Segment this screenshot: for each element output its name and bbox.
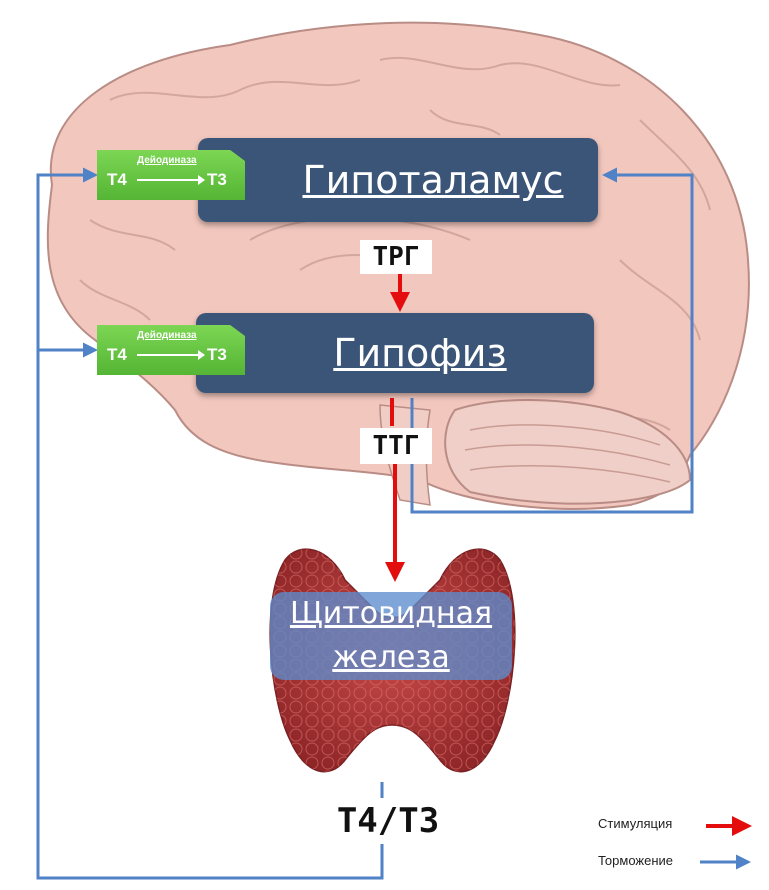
deiodinase-from: Т4 bbox=[107, 170, 127, 189]
deiodinase-arrow-icon bbox=[137, 350, 205, 360]
pituitary-box: Гипофиз bbox=[196, 313, 594, 393]
pituitary-label: Гипофиз bbox=[333, 331, 507, 375]
trg-label: ТРГ bbox=[360, 240, 432, 274]
inhibition-loop-pituitary-to-hypothalamus bbox=[410, 167, 694, 514]
ttg-label: ТТГ bbox=[360, 428, 432, 464]
thyroid-label-line1: Щитовидная bbox=[289, 596, 493, 631]
hypothalamus-box: Гипоталамус bbox=[198, 138, 598, 222]
t4-t3-label: Т4/Т3 bbox=[328, 798, 448, 844]
thyroid-label-line2: железа bbox=[332, 640, 450, 675]
deiodinase-badge-pituitary: Дейодиназа Т4 Т3 bbox=[97, 325, 245, 375]
deiodinase-from: Т4 bbox=[107, 345, 127, 364]
deiodinase-name: Дейодиназа bbox=[137, 155, 197, 166]
legend-inhibition-label: Торможение bbox=[598, 853, 674, 868]
deiodinase-badge-hypothalamus: Дейодиназа Т4 Т3 bbox=[97, 150, 245, 200]
hypothalamus-label: Гипоталамус bbox=[302, 158, 564, 202]
inhibition-loop-t4t3-to-hypothalamus bbox=[36, 167, 384, 880]
deiodinase-to: Т3 bbox=[207, 345, 227, 364]
deiodinase-name: Дейодиназа bbox=[137, 330, 197, 341]
thyroid-label: Щитовидная железа bbox=[270, 592, 512, 680]
deiodinase-to: Т3 bbox=[207, 170, 227, 189]
legend-stimulation-label: Стимуляция bbox=[598, 816, 673, 831]
deiodinase-arrow-icon bbox=[137, 175, 205, 185]
